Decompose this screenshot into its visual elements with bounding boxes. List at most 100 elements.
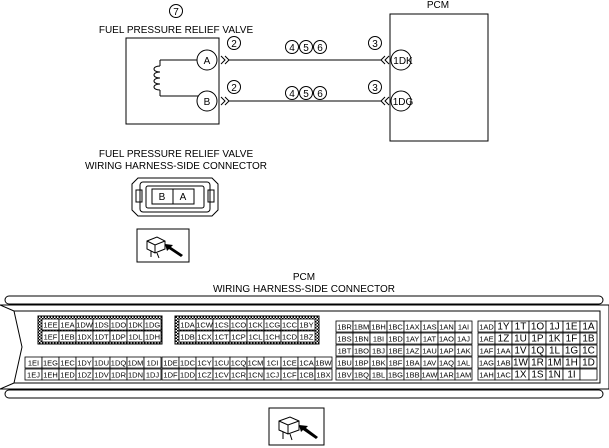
pin-label: 1ED [60, 371, 75, 380]
pin-label: 1L [549, 346, 561, 357]
pcm-connector-face [0, 295, 609, 399]
pin-label: 1BZ [300, 333, 314, 342]
pin-label: 1AZ [406, 347, 420, 356]
pin-label: 1BU [337, 359, 352, 368]
pin-cell [143, 330, 162, 343]
pin-label: 1EH [43, 371, 58, 380]
pin-label: 1P [531, 334, 544, 345]
pin-label: 1BR [337, 323, 352, 332]
pin-label: 1DL [129, 333, 143, 342]
pin-a-circle [196, 49, 218, 71]
svg-text:5: 5 [303, 89, 309, 100]
pin-label: 1T [515, 322, 527, 333]
pin-label: 1D [582, 358, 595, 369]
pin-label: 1BM [354, 323, 369, 332]
pin-cell [454, 332, 473, 345]
pin-label: 1BB [405, 371, 419, 380]
pin-label: 1CR [231, 371, 247, 380]
pin-cell [579, 368, 598, 381]
pin-label: 1CF [282, 371, 297, 380]
pin-label: 1EG [43, 359, 58, 368]
pin-label: 1CJ [266, 371, 280, 380]
pin-label: 1AA [496, 347, 510, 356]
valve-connector-title-1: FUEL PRESSURE RELIEF VALVE [99, 149, 254, 160]
pin-label: 1CD [282, 333, 298, 342]
pin-label: 1BO [354, 347, 369, 356]
pin-label: 1CV [214, 371, 229, 380]
pin-label: 1CP [231, 333, 246, 342]
pin-label: 1AS [422, 323, 436, 332]
pin-label: 1CL [249, 333, 263, 342]
pin-label: 1EJ [27, 371, 40, 380]
pin-label: 1DJ [146, 371, 160, 380]
pin-label: 1I [567, 370, 575, 381]
valve-connector-title-2: WIRING HARNESS-SIDE CONNECTOR [85, 161, 267, 172]
pin-label: 1EA [60, 321, 74, 330]
svg-text:6: 6 [317, 89, 323, 100]
solenoid-coil-icon [153, 59, 200, 97]
pcm-pin-1dg-label: 1DG [393, 97, 414, 108]
pin-label: 1CG [265, 321, 281, 330]
pin-cell [454, 320, 473, 333]
svg-text:5: 5 [303, 43, 309, 54]
pin-label: 1X [514, 370, 527, 381]
pin-label: 1E [565, 322, 578, 333]
pin-label: 1U [514, 334, 527, 345]
pin-label: 1CS [214, 321, 229, 330]
pin-label: 1K [548, 334, 561, 345]
pin-label: 1AY [406, 335, 420, 344]
pin-cell [579, 344, 598, 357]
pin-label: 1AT [423, 335, 437, 344]
pin-cell [579, 320, 598, 333]
pin-label: 1CM [248, 359, 264, 368]
pin-label: 1DD [180, 371, 196, 380]
pin-label: 1BL [372, 371, 385, 380]
pin-label: 1CZ [197, 371, 212, 380]
pin-label: 1AJ [457, 335, 470, 344]
pin-label: 1BY [299, 321, 313, 330]
pin-label: 1Q [531, 346, 545, 357]
svg-text:3: 3 [372, 39, 378, 50]
pin-cell [579, 356, 598, 369]
pcm-box [389, 13, 489, 142]
pin-label: 1BT [338, 347, 352, 356]
pin-label: 1DW [76, 321, 94, 330]
pin-label: 1AX [405, 323, 419, 332]
pcm-connector-title-2: WIRING HARNESS-SIDE CONNECTOR [213, 284, 395, 295]
pin-cell [297, 330, 316, 343]
pin-label: 1DE [163, 359, 178, 368]
pin-label: 1DG [145, 321, 161, 330]
svg-text:2: 2 [231, 39, 237, 50]
pin-label: 1BE [388, 347, 402, 356]
pin-label: 1H [565, 358, 578, 369]
pin-label: 1CA [299, 359, 314, 368]
relief-valve-box [125, 37, 220, 125]
pin-label: 1M [548, 358, 562, 369]
pin-label: 1BA [405, 359, 419, 368]
pin-label: 1AE [479, 335, 493, 344]
pin-label: 1CC [282, 321, 298, 330]
pin-label: 1DH [145, 333, 160, 342]
pin-label: 1CQ [231, 359, 247, 368]
pcm-connector-title-1: PCM [293, 272, 315, 283]
pin-cell [454, 368, 473, 381]
connector-view-icon-2 [268, 407, 325, 446]
pin-label: 1DM [128, 359, 144, 368]
pin-label: 1N [548, 370, 561, 381]
pin-label: 1AM [456, 371, 471, 380]
pin-label: 1CU [214, 359, 229, 368]
pin-label: 1V [514, 346, 527, 357]
pin-label: 1Z [498, 334, 510, 345]
pin-label: 1W [513, 358, 529, 369]
wire-b-to-1dg: 2 4 5 6 3 [220, 80, 390, 106]
pin-label: 1AN [439, 323, 454, 332]
pin-label: 1DK [128, 321, 143, 330]
pin-label: 1EC [60, 359, 75, 368]
pin-label: 1Y [497, 322, 510, 333]
pin-label: 1AI [458, 323, 469, 332]
pin-label: 1AU [422, 347, 437, 356]
svg-text:4: 4 [289, 43, 295, 54]
pcm-title: PCM [427, 0, 449, 11]
pin-b-label: B [204, 97, 211, 108]
